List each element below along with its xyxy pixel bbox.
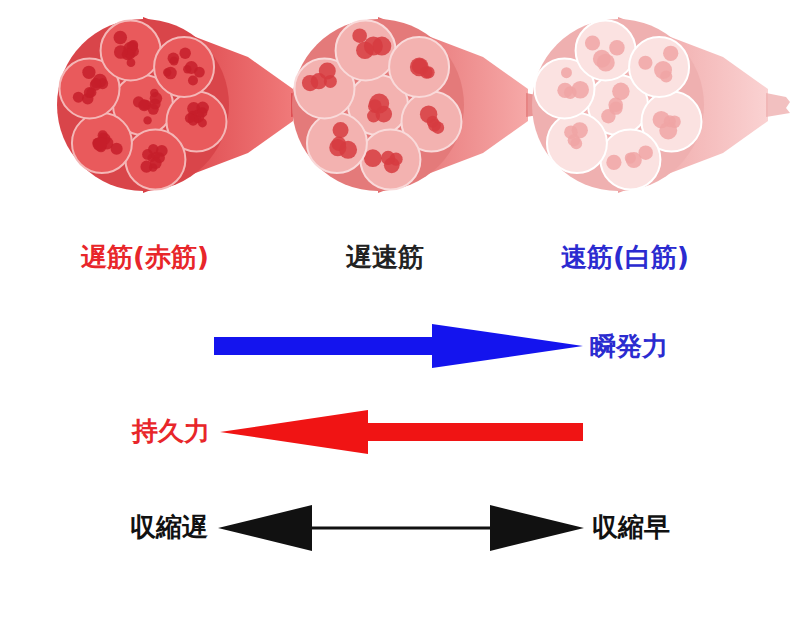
fascicle [547,113,607,173]
muscle-fiber [333,122,349,138]
muscle-fiber [185,113,195,123]
cross-section [57,19,229,191]
muscle-fiber [114,31,127,44]
fascicle [307,113,367,173]
muscle-fiber [329,139,346,156]
power-arrow [214,324,583,368]
muscle-bundle [292,17,550,193]
muscle-fiber [91,78,101,88]
muscle-fiber [369,93,389,113]
arrow-shaft [360,423,583,441]
muscle-fiber [73,92,84,103]
muscle-fiber [568,134,580,146]
muscle-fiber [150,157,162,169]
muscle-fiber [612,83,629,100]
muscle-fiber [638,56,652,70]
arrow-shaft [214,337,439,355]
fascicle [600,130,660,190]
muscle-fiber [372,37,391,56]
muscle-fiber [111,143,123,155]
fiber-type-label: 遅速筋 [346,242,424,273]
muscle-fiber [608,98,623,113]
property-label: 収縮遅 [130,512,208,543]
fascicle [154,37,214,97]
muscle-fiber [597,54,615,72]
cross-section [532,19,704,191]
tendon [766,93,790,117]
muscle-fiber [93,137,107,151]
property-label: 持久力 [132,416,210,447]
speed-arrow [218,505,584,551]
muscle-fiber [148,104,159,115]
fascicle [629,37,689,97]
muscle-fiber [164,67,177,80]
muscle-fiber [420,66,432,78]
fascicle [336,20,396,80]
muscle-fiber [432,121,444,133]
muscle-fiber [663,46,678,61]
muscle-fiber [557,83,572,98]
fascicle [389,37,449,97]
muscle-fiber [150,92,162,104]
muscle-fiber [653,111,670,128]
muscle-bundle [57,17,315,193]
muscle-fiber [356,41,374,59]
fascicle [101,20,161,80]
arrow-shaft [300,527,500,530]
fascicle [125,130,185,190]
muscle-fiber [352,28,367,43]
muscle-fiber [561,67,572,78]
muscle-fiber [606,155,621,170]
fiber-type-label: 速筋(白筋) [561,242,689,273]
muscle-fiber [185,61,198,74]
fascicle [576,20,636,80]
endurance-arrow [220,410,583,454]
muscle-fiber [609,40,624,55]
muscle-bundle [532,17,790,193]
muscle-fiber [660,70,672,82]
muscle-fiber [626,152,642,168]
fascicle [72,113,132,173]
arrow-head [218,505,312,551]
muscle-bundles [57,17,790,193]
muscle-fiber [142,149,153,160]
muscle-fiber [364,149,382,167]
muscle-fiber [585,35,600,50]
fiber-type-label: 遅筋(赤筋) [81,242,209,273]
fascicle [360,130,420,190]
muscle-fiber [188,75,198,85]
muscle-fiber [82,66,95,79]
muscle-fiber [86,87,96,97]
muscle-fiber [143,116,151,124]
arrow-head [490,505,584,551]
muscle-fiber [319,62,336,79]
arrow-head [432,324,583,368]
muscle-fiber [381,151,395,165]
muscle-fiber [168,53,180,65]
muscle-fiber [114,45,128,59]
property-label: 収縮早 [592,512,670,543]
cross-section [292,19,464,191]
property-label: 瞬発力 [590,331,668,362]
muscle-fiber [179,47,190,58]
arrow-head [220,410,368,454]
muscle-fiber [197,107,207,117]
